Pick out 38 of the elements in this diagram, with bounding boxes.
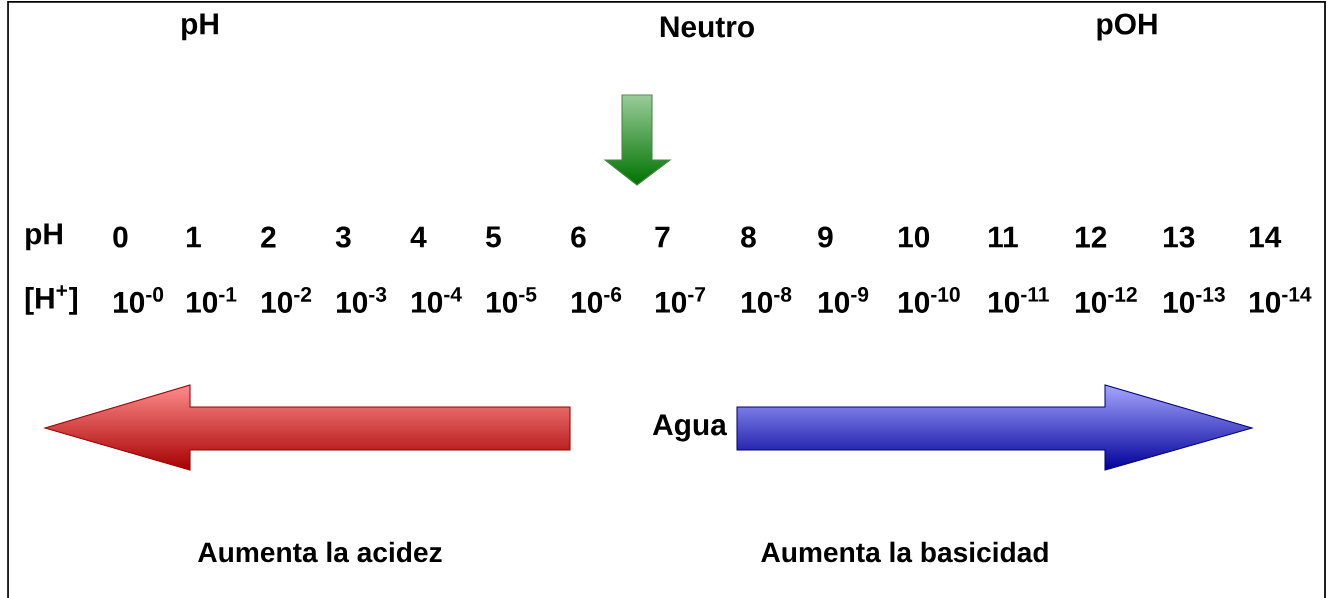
ph-value: 1 bbox=[187, 226, 201, 248]
concentration-value: 10$^{-4}$ bbox=[412, 287, 462, 313]
arrow-caption: Aumenta la acidez bbox=[198, 541, 442, 563]
header-label: pH bbox=[182, 13, 218, 41]
concentration-value: 10$^{-13}$ bbox=[1164, 287, 1225, 313]
concentration-value: 10$^{-8}$ bbox=[742, 287, 792, 313]
header-label: pOH bbox=[1097, 13, 1157, 41]
concentration-value: 10$^{-6}$ bbox=[572, 287, 622, 313]
concentration-value: 10$^{-3}$ bbox=[337, 287, 387, 313]
ph-value: 8 bbox=[741, 226, 756, 248]
header-label: Neutro bbox=[660, 16, 754, 38]
ph-value: 5 bbox=[486, 226, 501, 248]
concentration-value: 10$^{-1}$ bbox=[187, 287, 237, 313]
concentration-value: 10$^{-2}$ bbox=[262, 287, 312, 313]
water-label: Agua bbox=[652, 414, 727, 442]
ph-value: 3 bbox=[335, 226, 351, 248]
concentration-value: 10$^{-10}$ bbox=[899, 287, 960, 313]
ph-value: 10 bbox=[899, 226, 930, 248]
arrow-caption: Aumenta la basicidad bbox=[761, 541, 1048, 563]
concentration-value: 10$^{-0}$ bbox=[114, 287, 164, 313]
ph-value: 2 bbox=[261, 226, 276, 248]
concentration-value: 10$^{-11}$ bbox=[989, 287, 1049, 313]
ph-value: 13 bbox=[1164, 226, 1195, 248]
ph-value: 0 bbox=[113, 226, 128, 248]
concentration-value: 10$^{-7}$ bbox=[656, 287, 706, 313]
ph-value: 9 bbox=[818, 226, 833, 248]
ph-value: 14 bbox=[1250, 226, 1282, 248]
ph-value: 4 bbox=[410, 226, 427, 248]
ph-value: 11 bbox=[989, 226, 1018, 248]
ph-value: 12 bbox=[1076, 226, 1107, 248]
row-label: pH bbox=[26, 223, 62, 251]
ph-value: 7 bbox=[655, 226, 670, 248]
concentration-value: 10$^{-9}$ bbox=[819, 287, 869, 313]
concentration-value: 10$^{-14}$ bbox=[1250, 287, 1312, 313]
concentration-value: 10$^{-5}$ bbox=[487, 287, 537, 313]
row-label: [H$^{+}$] bbox=[25, 285, 77, 315]
concentration-value: 10$^{-12}$ bbox=[1076, 287, 1137, 313]
ph-value: 6 bbox=[571, 226, 586, 248]
